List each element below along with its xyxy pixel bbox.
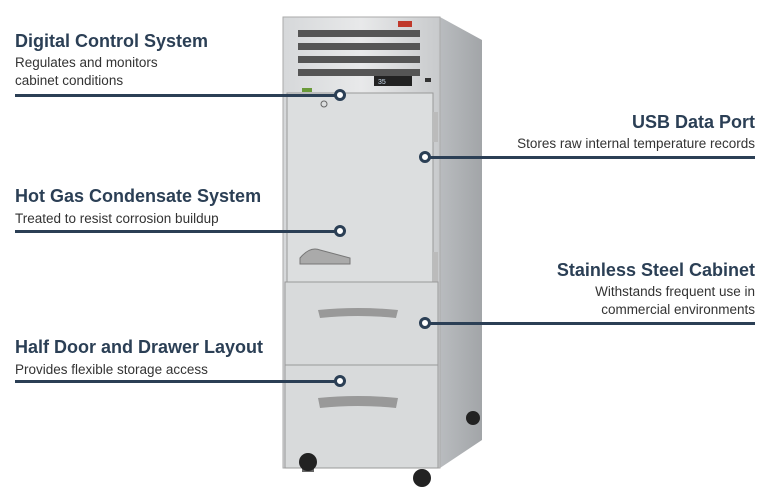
hotspot-dot [334, 375, 346, 387]
top-vent-grille [298, 30, 420, 76]
display-reading: 35 [378, 79, 386, 86]
callout-title: USB Data Port [631, 112, 755, 132]
callout-title: Digital Control System [15, 31, 209, 51]
leader-line [425, 156, 755, 159]
callout-desc: Provides flexible storage access [15, 362, 208, 377]
hotspot-dot [334, 225, 346, 237]
brand-badge [398, 21, 412, 27]
callout-desc: Stores raw internal temperature records [517, 136, 755, 151]
door-handle [299, 248, 351, 265]
hotspot-dot [419, 317, 431, 329]
callout-title: Stainless Steel Cabinet [556, 260, 755, 280]
hotspot-dot [334, 89, 346, 101]
usb-port [425, 78, 431, 82]
callout-title: Half Door and Drawer Layout [15, 337, 264, 357]
digital-display [374, 76, 412, 86]
leader-line [425, 322, 755, 325]
casters [299, 411, 480, 487]
leader-line [15, 230, 340, 233]
callout-desc: Treated to resist corrosion buildup [15, 211, 219, 226]
callout-title: Hot Gas Condensate System [15, 186, 262, 206]
drawer-top [284, 281, 439, 379]
leader-line [15, 94, 340, 97]
leader-line [15, 380, 340, 383]
hotspot-dot [419, 151, 431, 163]
